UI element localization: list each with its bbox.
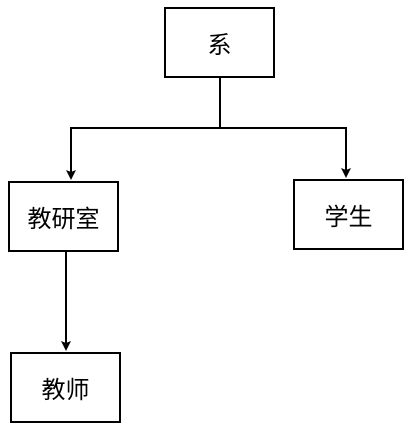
node-student: 学生 bbox=[293, 179, 404, 250]
node-teacher-label: 教师 bbox=[41, 376, 90, 404]
node-student-label: 学生 bbox=[324, 203, 373, 231]
node-department-label: 系 bbox=[207, 31, 232, 59]
node-teaching-office-label: 教研室 bbox=[27, 205, 100, 233]
node-teaching-office: 教研室 bbox=[8, 181, 119, 252]
node-teacher: 教师 bbox=[10, 352, 121, 423]
node-department: 系 bbox=[164, 7, 275, 78]
